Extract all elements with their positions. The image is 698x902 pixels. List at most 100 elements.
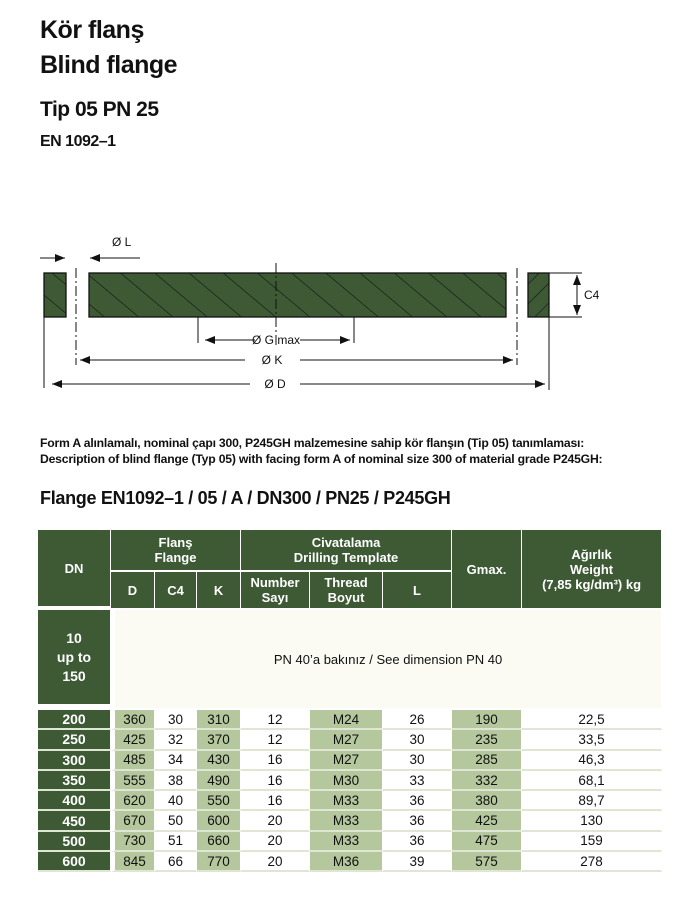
cell-dn: 300 bbox=[38, 750, 111, 771]
flange-section-left bbox=[43, 272, 67, 318]
cell-bolt-number: 20 bbox=[241, 852, 311, 873]
cell-k: 550 bbox=[197, 791, 242, 812]
cell-dn: 600 bbox=[38, 852, 111, 873]
cell-d: 425 bbox=[111, 730, 155, 751]
cell-weight: 68,1 bbox=[522, 770, 663, 792]
cell-weight: 159 bbox=[522, 831, 663, 853]
label-d: Ø D bbox=[264, 377, 286, 391]
cell-c4: 51 bbox=[155, 831, 197, 853]
cell-thread: M36 bbox=[310, 852, 384, 873]
cell-dn: 500 bbox=[38, 831, 111, 853]
cell-bolt-number: 12 bbox=[241, 730, 311, 751]
cell-d: 485 bbox=[111, 750, 155, 771]
range-note: PN 40’a bakınız / See dimension PN 40 bbox=[111, 610, 663, 710]
cell-thread: M24 bbox=[310, 710, 384, 731]
flange-type: Tip 05 PN 25 bbox=[40, 98, 159, 121]
cell-thread: M33 bbox=[310, 811, 384, 832]
cell-d: 555 bbox=[111, 770, 155, 792]
cell-k: 600 bbox=[197, 811, 242, 832]
cell-weight: 89,7 bbox=[522, 791, 663, 812]
cell-thread: M27 bbox=[310, 730, 384, 751]
label-l: Ø L bbox=[112, 235, 132, 249]
cell-k: 370 bbox=[197, 730, 242, 751]
cell-bolt-number: 16 bbox=[241, 750, 311, 771]
label-k: Ø K bbox=[262, 353, 283, 367]
header-d: D bbox=[111, 572, 155, 610]
title-tr: Kör flanş bbox=[40, 16, 144, 44]
cell-l: 26 bbox=[383, 710, 453, 731]
description-tr: Form A alınlamalı, nominal çapı 300, P24… bbox=[40, 436, 585, 450]
cell-l: 30 bbox=[383, 750, 453, 771]
label-gmax: Ø G max bbox=[252, 333, 300, 347]
cell-gmax: 475 bbox=[452, 831, 523, 853]
cell-dn: 400 bbox=[38, 791, 111, 812]
cell-dn: 450 bbox=[38, 811, 111, 832]
cell-bolt-number: 16 bbox=[241, 770, 311, 792]
cell-l: 39 bbox=[383, 852, 453, 873]
header-dn: DN bbox=[38, 530, 111, 610]
cell-dn: 350 bbox=[38, 770, 111, 792]
cell-bolt-number: 20 bbox=[241, 831, 311, 853]
cell-thread: M33 bbox=[310, 831, 384, 853]
cell-dn: 250 bbox=[38, 730, 111, 751]
cell-gmax: 380 bbox=[452, 791, 523, 812]
flange-diagram: Ø L C4 Ø G max Ø K Ø D bbox=[40, 235, 600, 391]
cell-weight: 22,5 bbox=[522, 710, 663, 731]
cell-k: 310 bbox=[197, 710, 242, 731]
cell-weight: 46,3 bbox=[522, 750, 663, 771]
cell-weight: 33,5 bbox=[522, 730, 663, 751]
cell-c4: 40 bbox=[155, 791, 197, 812]
cell-k: 770 bbox=[197, 852, 242, 873]
header-l: L bbox=[383, 572, 453, 610]
cell-bolt-number: 16 bbox=[241, 791, 311, 812]
cell-thread: M33 bbox=[310, 791, 384, 812]
cell-d: 620 bbox=[111, 791, 155, 812]
cell-l: 36 bbox=[383, 831, 453, 853]
cell-gmax: 425 bbox=[452, 811, 523, 832]
description-en: Description of blind flange (Typ 05) wit… bbox=[40, 452, 603, 466]
cell-c4: 38 bbox=[155, 770, 197, 792]
cell-thread: M27 bbox=[310, 750, 384, 771]
cell-c4: 32 bbox=[155, 730, 197, 751]
cell-l: 36 bbox=[383, 811, 453, 832]
header-k: K bbox=[197, 572, 242, 610]
cell-gmax: 190 bbox=[452, 710, 523, 731]
cell-c4: 50 bbox=[155, 811, 197, 832]
flange-section-right bbox=[527, 272, 550, 318]
cell-l: 30 bbox=[383, 730, 453, 751]
cell-d: 845 bbox=[111, 852, 155, 873]
designation: Flange EN1092–1 / 05 / A / DN300 / PN25 … bbox=[40, 488, 451, 508]
cell-l: 33 bbox=[383, 770, 453, 792]
cell-d: 730 bbox=[111, 831, 155, 853]
cell-k: 430 bbox=[197, 750, 242, 771]
flange-section-main bbox=[88, 272, 507, 318]
cell-gmax: 332 bbox=[452, 770, 523, 792]
cell-gmax: 285 bbox=[452, 750, 523, 771]
header-gmax: Gmax. bbox=[452, 530, 523, 610]
cell-dn: 200 bbox=[38, 710, 111, 731]
title-en: Blind flange bbox=[40, 51, 178, 79]
cell-bolt-number: 12 bbox=[241, 710, 311, 731]
cell-bolt-number: 20 bbox=[241, 811, 311, 832]
cell-gmax: 235 bbox=[452, 730, 523, 751]
cell-c4: 30 bbox=[155, 710, 197, 731]
cell-thread: M30 bbox=[310, 770, 384, 792]
cell-c4: 66 bbox=[155, 852, 197, 873]
cell-d: 360 bbox=[111, 710, 155, 731]
